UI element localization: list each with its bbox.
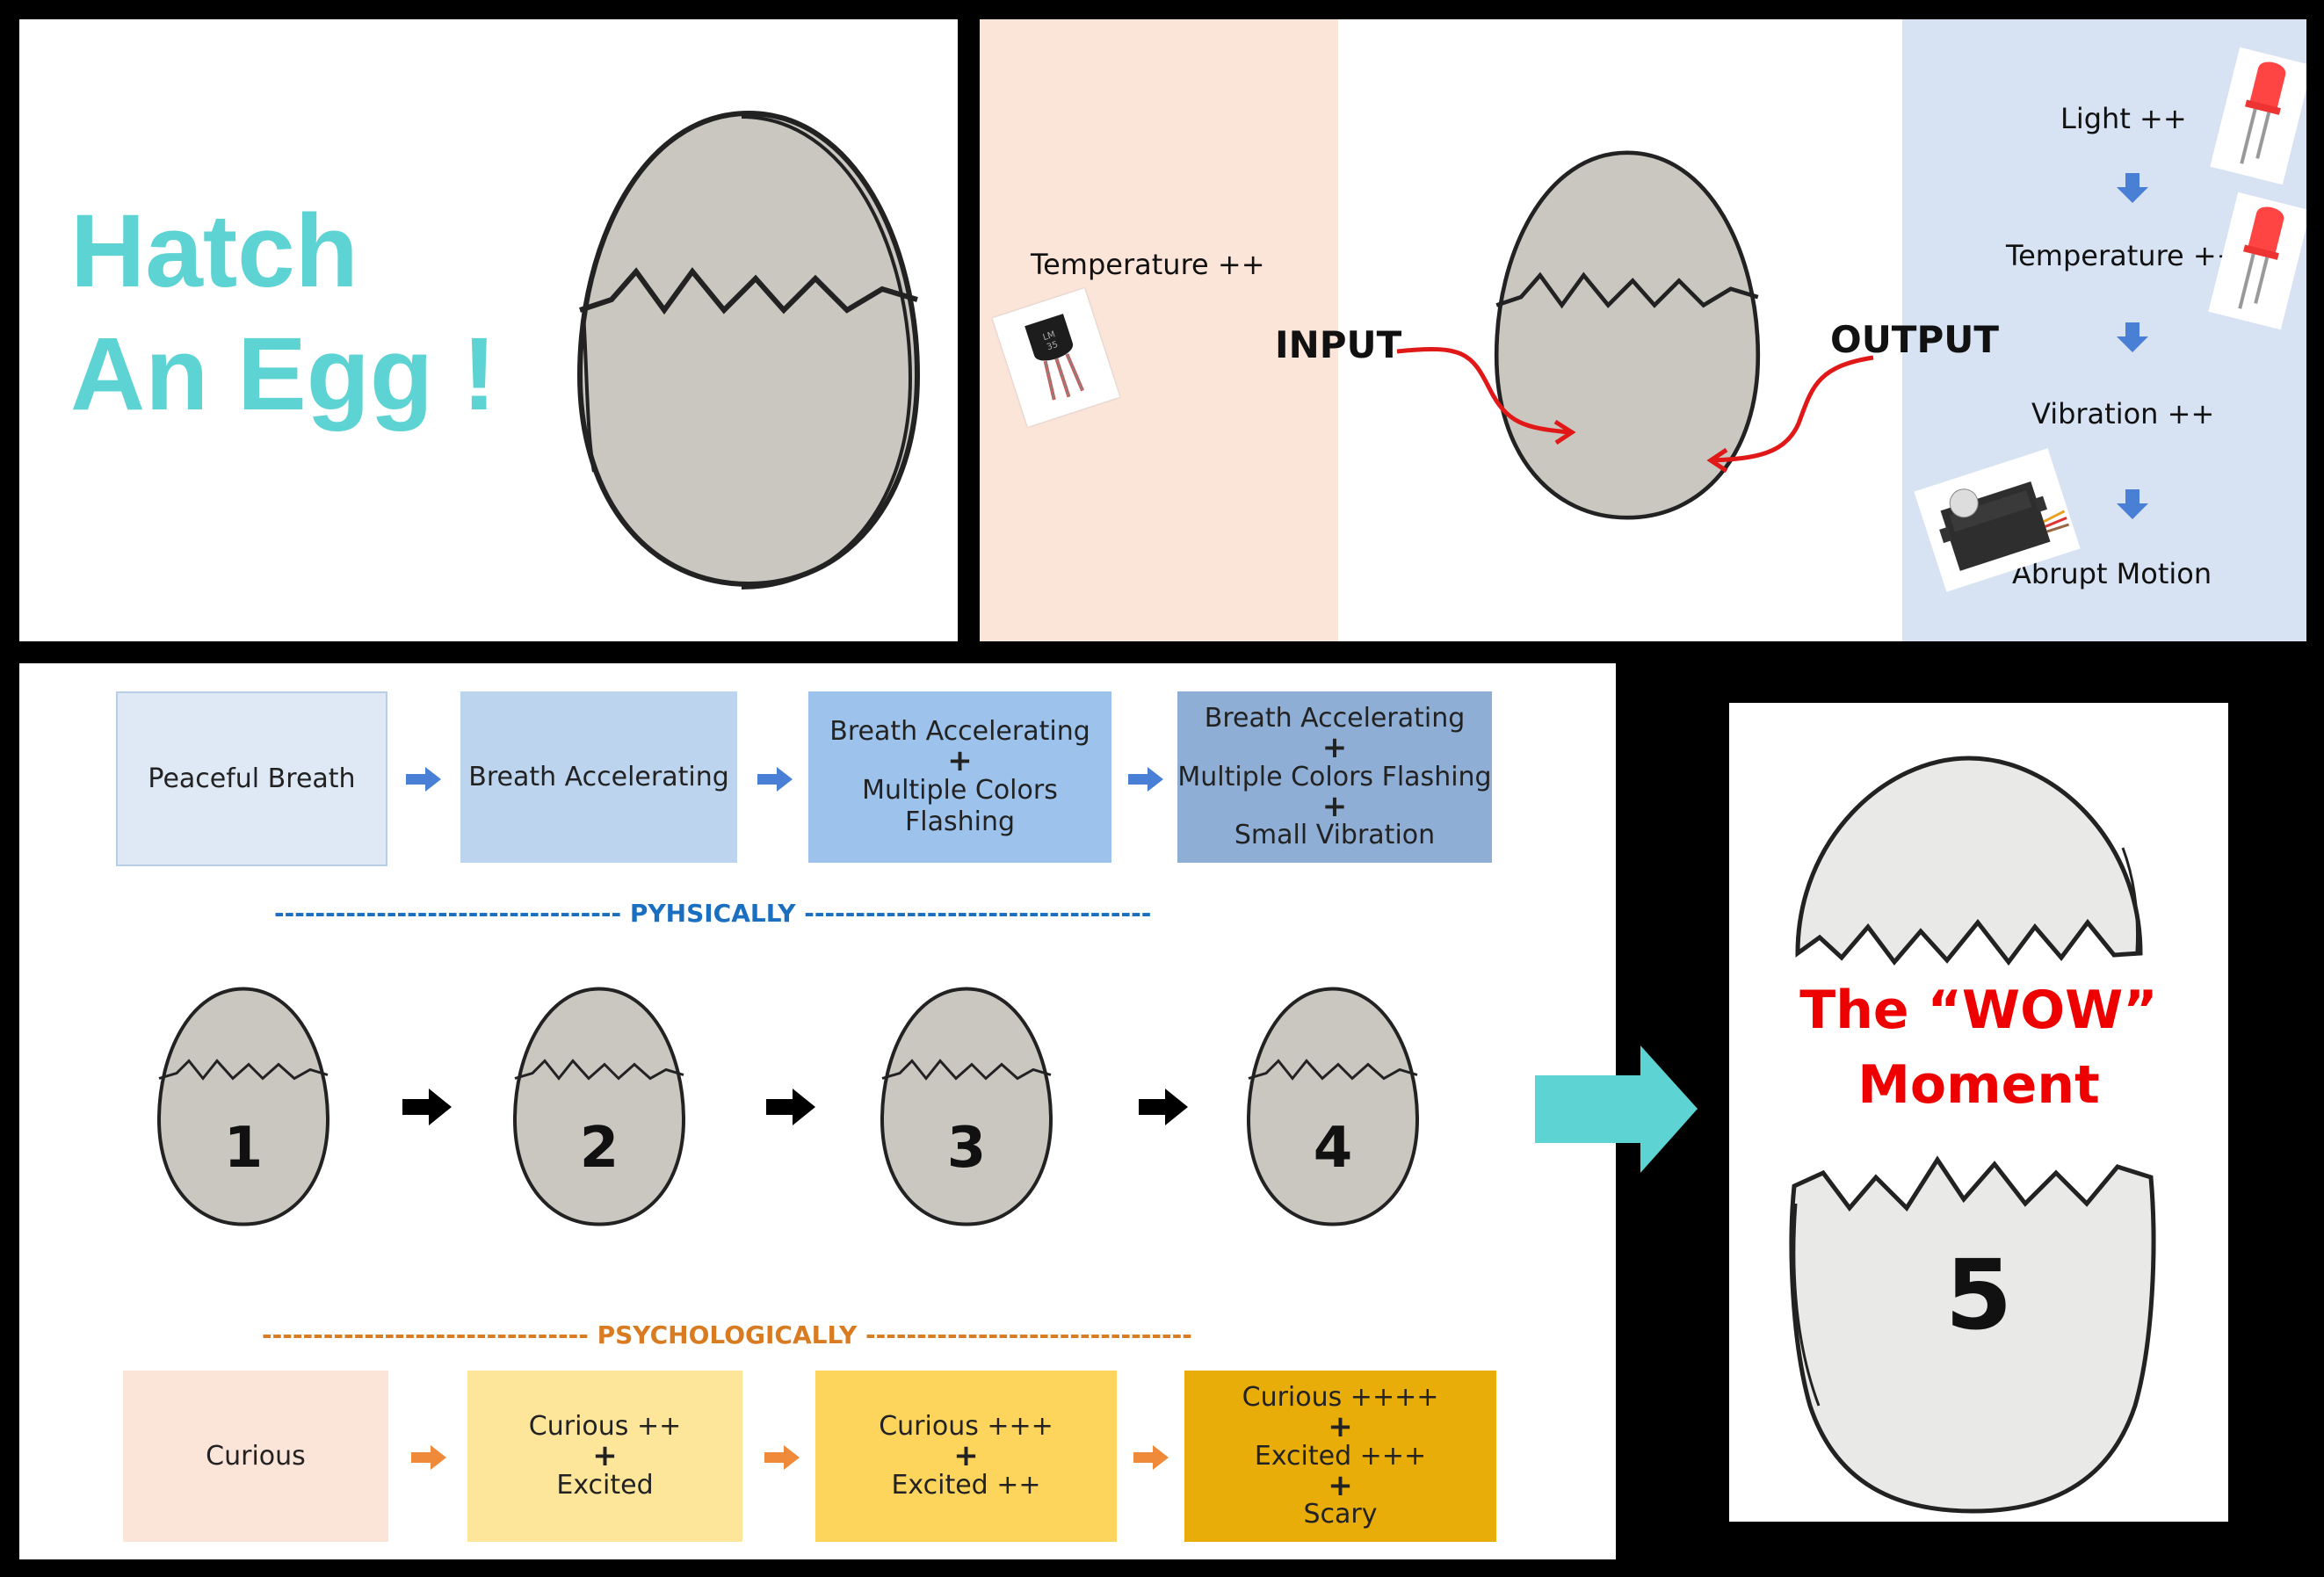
state-line: Multiple Colors Flashing [1177, 761, 1492, 792]
output-label: OUTPUT [1830, 318, 1999, 361]
psych-state-1: Curious [123, 1371, 388, 1542]
right-arrow-icon [1128, 767, 1163, 792]
stages-panel: Peaceful Breath Breath Accelerating Brea… [19, 663, 1616, 1559]
led-icon [2210, 47, 2306, 185]
down-arrow-icon [2115, 489, 2150, 524]
state-line: Curious [206, 1440, 306, 1472]
physical-state-1: Peaceful Breath [116, 691, 387, 866]
state-line: Breath Accelerating [1204, 702, 1466, 734]
output-item-3: Vibration ++ [2031, 397, 2215, 430]
title-line-2: An Egg ! [70, 316, 497, 432]
plus-sign: + [592, 1438, 618, 1474]
state-line: Breath Accelerating [829, 716, 1090, 748]
svg-text:35: 35 [1046, 340, 1060, 352]
state-line: Curious ++++ [1242, 1381, 1439, 1413]
egg-number-4: 4 [1313, 1116, 1353, 1181]
physical-state-3: Breath Accelerating + Multiple Colors Fl… [808, 691, 1111, 863]
state-line: Excited ++ [891, 1469, 1041, 1501]
plus-sign: + [953, 1438, 979, 1474]
egg-number-3: 3 [946, 1116, 987, 1181]
title-panel: Hatch An Egg ! [19, 19, 958, 641]
state-line: Peaceful Breath [148, 763, 356, 794]
cracked-egg-icon [156, 987, 330, 1226]
right-arrow-icon [402, 1089, 452, 1125]
egg-number-1: 1 [223, 1116, 264, 1181]
right-arrow-icon [411, 1445, 446, 1470]
plus-sign: + [1321, 729, 1348, 765]
plus-sign: + [1321, 788, 1348, 824]
led-icon [2208, 192, 2306, 330]
io-panel: Temperature ++ LM 35 INPUT OUTPUT Light … [980, 19, 2306, 641]
down-arrow-icon [2115, 322, 2150, 358]
big-right-arrow-icon [1535, 1045, 1698, 1173]
output-item-1: Light ++ [2060, 102, 2187, 135]
plus-sign: + [1328, 1467, 1353, 1503]
psych-header: -------------------------------- PSYCHOL… [262, 1320, 1192, 1349]
psych-state-3: Curious +++ + Excited ++ [815, 1371, 1117, 1542]
physical-state-4: Breath Accelerating + Multiple Colors Fl… [1177, 691, 1492, 863]
state-line: Curious ++ [528, 1411, 682, 1443]
cracked-egg-icon [576, 110, 921, 590]
plus-sign: + [947, 743, 973, 779]
physical-state-2: Breath Accelerating [460, 691, 737, 863]
right-arrow-icon [757, 767, 793, 792]
right-arrow-icon [1133, 1445, 1169, 1470]
wow-title-line-1: The “WOW” [1799, 980, 2158, 1041]
egg-number-2: 2 [579, 1116, 619, 1181]
input-sensor-label: Temperature ++ [1031, 248, 1265, 281]
output-item-4: Abrupt Motion [2012, 557, 2212, 590]
state-line: Small Vibration [1234, 820, 1436, 851]
state-line: Excited +++ [1254, 1440, 1427, 1472]
state-line: Scary [1303, 1499, 1378, 1530]
temperature-sensor-icon: LM 35 [992, 288, 1120, 427]
input-arrow [1396, 347, 1576, 445]
right-arrow-icon [764, 1445, 800, 1470]
svg-text:LM: LM [1042, 329, 1057, 343]
cracked-egg-icon [1246, 987, 1420, 1226]
output-arrow [1706, 355, 1874, 474]
down-arrow-icon [2115, 173, 2150, 208]
right-arrow-icon [766, 1089, 815, 1125]
state-line: Breath Accelerating [468, 761, 729, 792]
state-line: Curious +++ [879, 1411, 1053, 1443]
plus-sign: + [1328, 1408, 1353, 1444]
servo-motor-icon [1914, 448, 2081, 592]
psych-state-2: Curious ++ + Excited [467, 1371, 742, 1542]
input-label: INPUT [1275, 323, 1402, 366]
psych-state-4: Curious ++++ + Excited +++ + Scary [1184, 1371, 1496, 1542]
title-line-1: Hatch [70, 193, 358, 309]
wow-title-line-2: Moment [1857, 1054, 2100, 1116]
cracked-egg-icon [512, 987, 686, 1226]
right-arrow-icon [406, 767, 441, 792]
wow-panel: The “WOW” Moment 5 [1729, 703, 2228, 1522]
state-line: Multiple Colors Flashing [862, 774, 1058, 837]
egg-number-5: 5 [1944, 1239, 2013, 1351]
egg-bottom-shell-icon [1789, 1155, 2156, 1514]
output-item-2: Temperature ++ [2006, 239, 2241, 272]
egg-top-shell-icon [1795, 756, 2143, 966]
right-arrow-icon [1139, 1089, 1188, 1125]
physical-header: ---------------------------------- PYHSI… [274, 899, 1152, 928]
state-line: Excited [556, 1469, 654, 1501]
cracked-egg-icon [880, 987, 1053, 1226]
